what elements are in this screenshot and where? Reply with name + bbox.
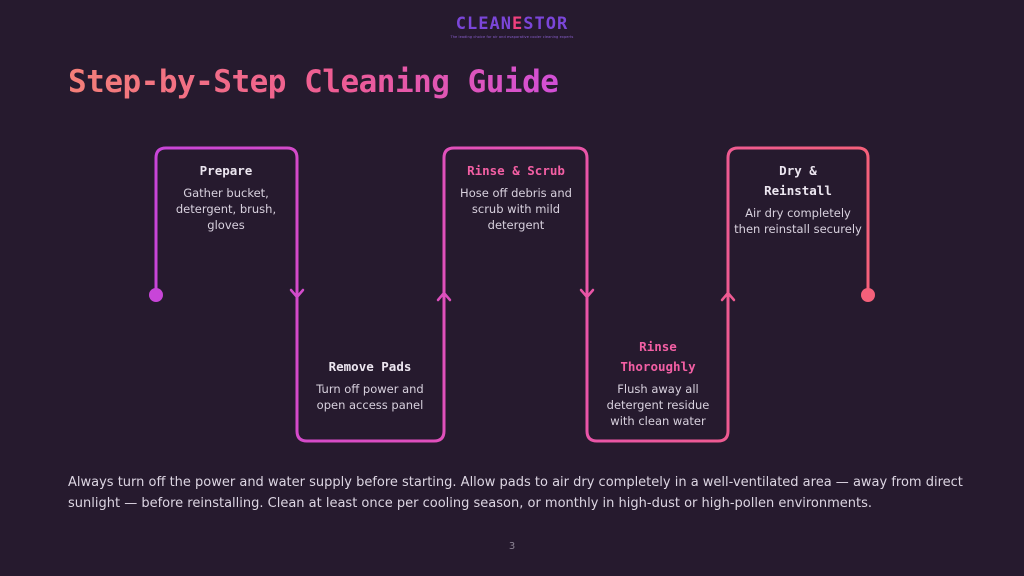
page-number: 3	[508, 541, 516, 552]
step-description: Air dry completely then reinstall secure…	[734, 206, 862, 236]
step-title: Remove Pads	[328, 359, 412, 374]
down-arrow-icon	[289, 288, 305, 299]
step-description: Hose off debris and scrub with mild dete…	[460, 186, 572, 232]
step-title: Rinse Thoroughly	[620, 339, 696, 374]
step-rinse-scrub: Rinse & Scrub Hose off debris and scrub …	[451, 161, 581, 233]
step-prepare: Prepare Gather bucket, detergent, brush,…	[161, 161, 291, 233]
safety-note: Always turn off the power and water supp…	[68, 475, 963, 511]
step-title: Prepare	[199, 163, 253, 178]
start-dot	[149, 288, 163, 302]
step-title: Dry & Reinstall	[764, 163, 832, 198]
step-description: Gather bucket, detergent, brush, gloves	[175, 186, 277, 232]
step-title: Rinse & Scrub	[467, 163, 565, 178]
step-remove-pads: Remove Pads Turn off power and open acce…	[305, 357, 435, 413]
step-description: Flush away all detergent residue with cl…	[606, 382, 710, 428]
brand-name: CLEANESTOR	[455, 14, 569, 34]
step-dry-reinstall: Dry & Reinstall Air dry completely then …	[733, 161, 863, 237]
up-arrow-icon	[720, 291, 736, 302]
page-title: Step-by-Step Cleaning Guide	[68, 64, 559, 100]
step-description: Turn off power and open access panel	[316, 382, 424, 412]
brand-logo: CLEANESTOR The leading choice for air an…	[0, 14, 1024, 39]
up-arrow-icon	[436, 291, 452, 302]
step-rinse-thoroughly: Rinse Thoroughly Flush away all detergen…	[593, 337, 723, 429]
brand-tagline: The leading choice for air and evaporati…	[450, 35, 574, 39]
end-dot	[861, 288, 875, 302]
down-arrow-icon	[579, 288, 595, 299]
